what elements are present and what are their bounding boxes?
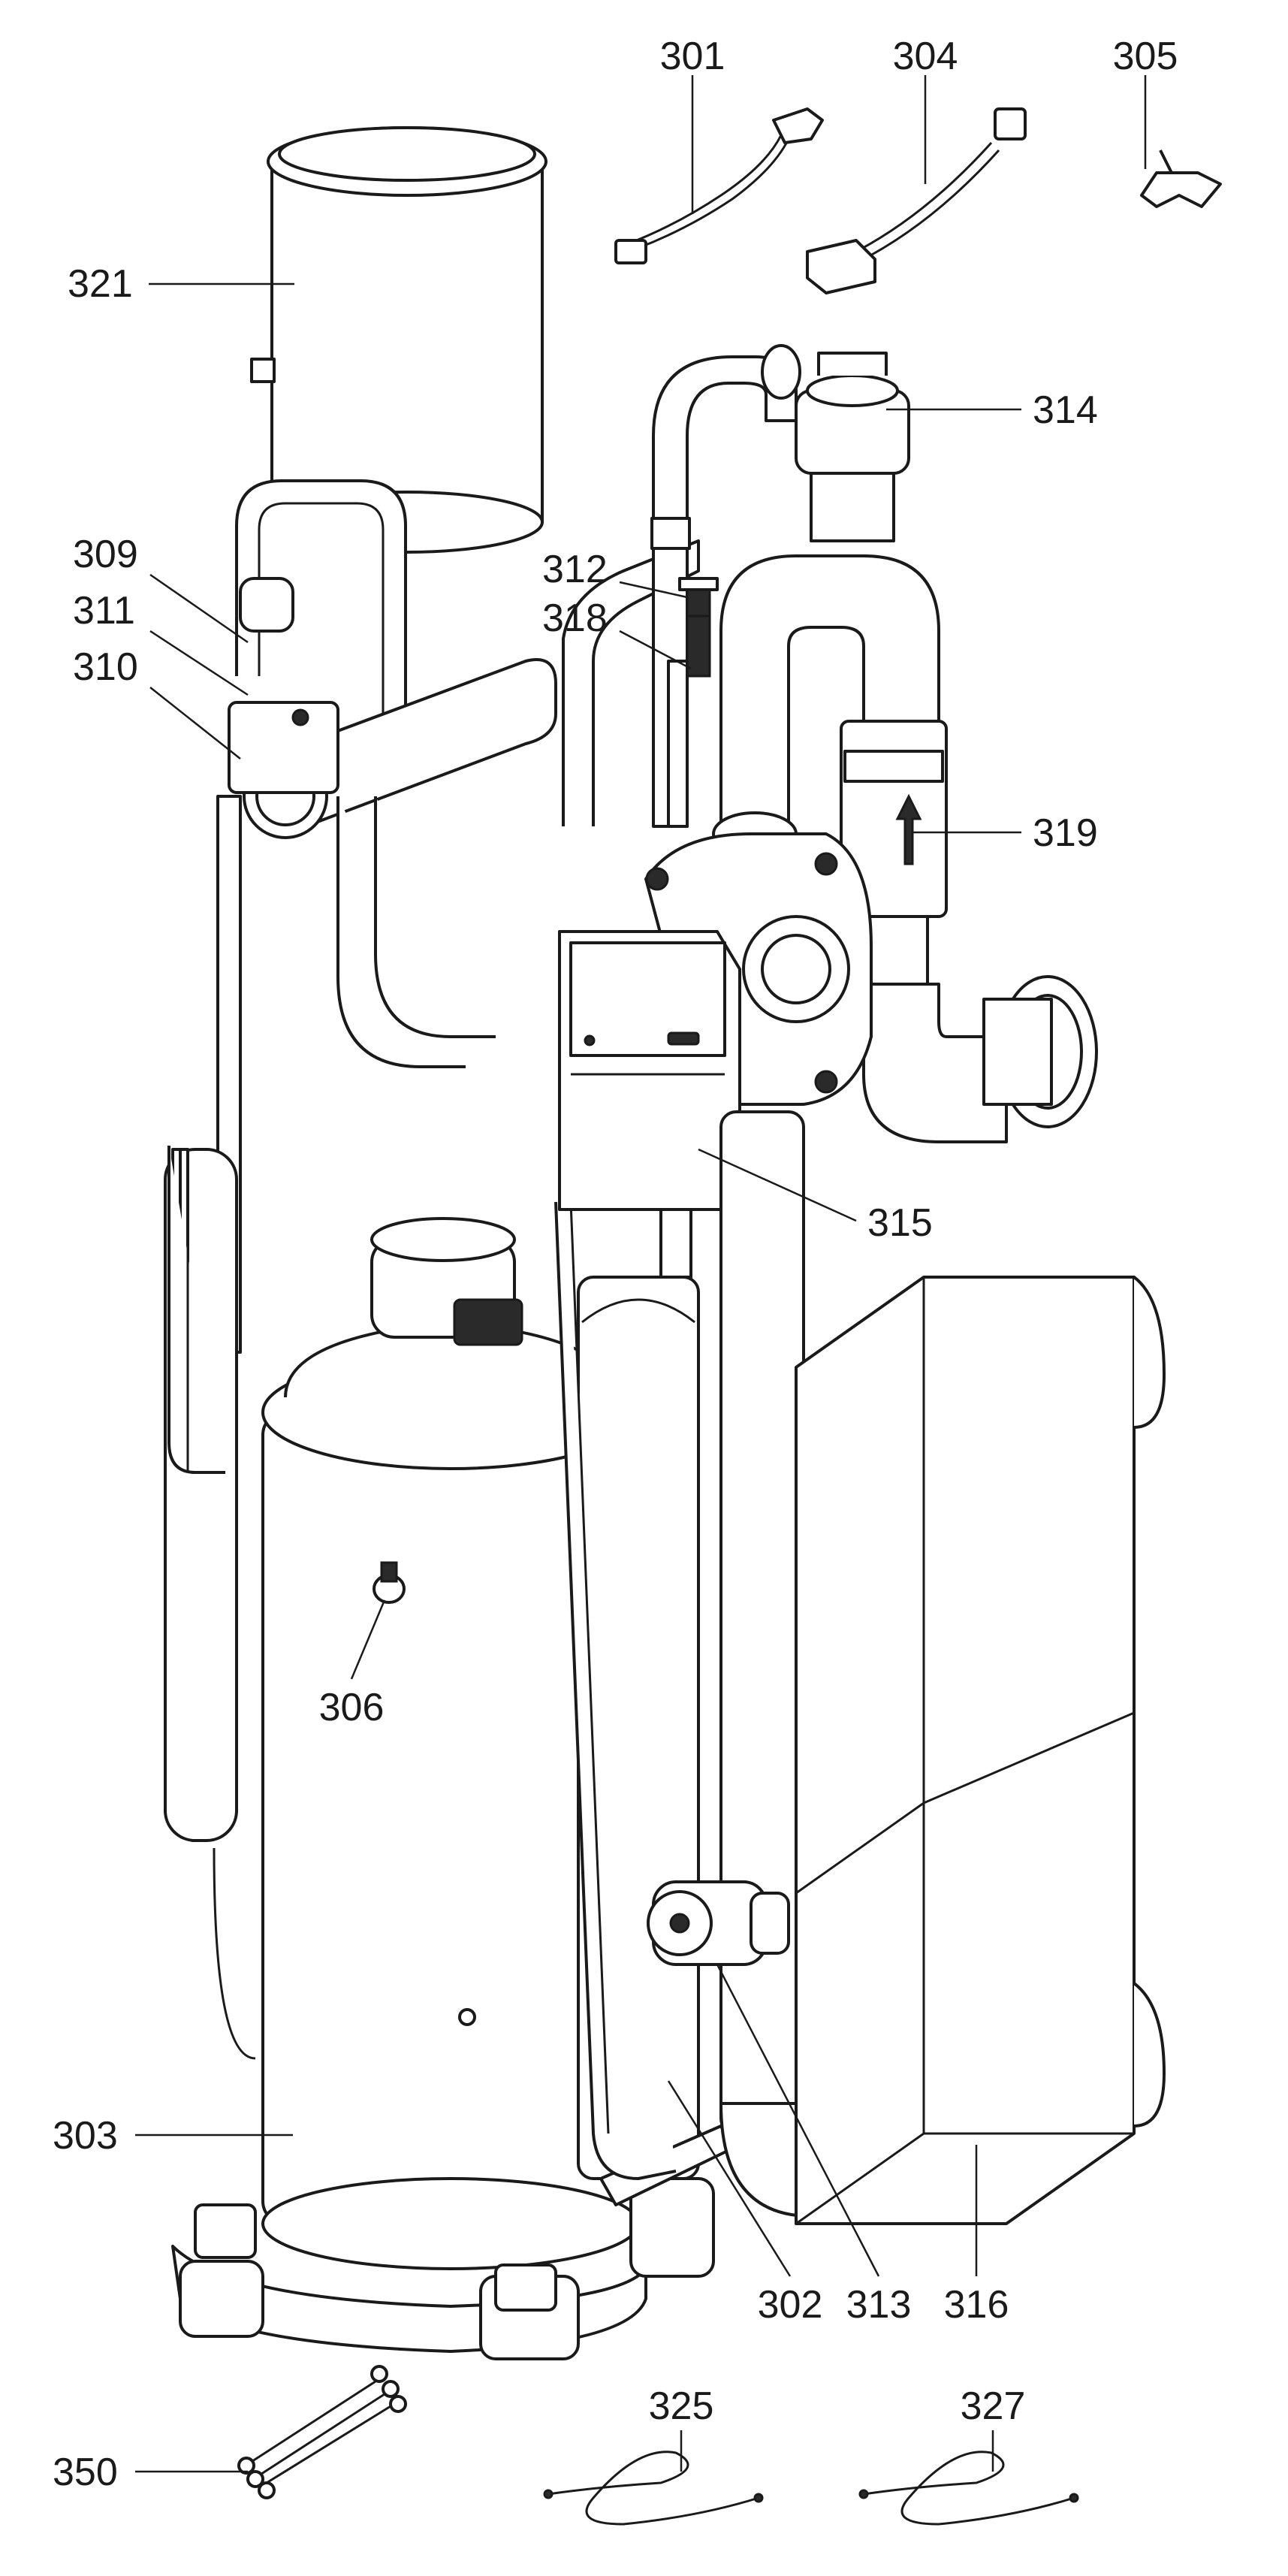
callout-350: 350 (53, 2451, 118, 2494)
part-303-compressor (171, 1217, 651, 2360)
part-327-cable (858, 2451, 1079, 2526)
part-350-wire-harness (237, 2365, 407, 2499)
leader-lines (135, 75, 1147, 2473)
part-319-flow-section (840, 720, 948, 986)
callout-306: 306 (319, 1686, 385, 1729)
callout-311: 311 (73, 589, 135, 633)
callout-309: 309 (73, 533, 138, 576)
left-tubes (164, 795, 496, 2060)
callout-315: 315 (867, 1201, 933, 1245)
part-316-heat-exchanger (795, 1276, 1166, 2225)
part-304-cable-connector (806, 107, 1027, 294)
callout-310: 310 (73, 645, 138, 689)
part-309-pipe-loop (235, 479, 407, 721)
part-301-cable-sensor (614, 107, 824, 264)
part-306-sensor (373, 1561, 406, 1604)
part-315-pump-controller (558, 930, 741, 1211)
part-305-clip (1140, 149, 1222, 208)
callout-316: 316 (944, 2283, 1009, 2327)
callout-304: 304 (893, 35, 958, 78)
part-314-vent-valve (795, 352, 910, 542)
callout-labels: 301 304 305 321 314 309 312 311 318 310 … (53, 35, 1178, 2494)
part-311-valve-block (228, 701, 339, 794)
part-312-probe (678, 577, 719, 618)
part-321-vessel (250, 126, 547, 554)
part-325-cable (543, 2451, 764, 2526)
callout-314: 314 (1033, 388, 1098, 432)
callout-321: 321 (68, 262, 133, 306)
callout-318: 318 (542, 596, 608, 640)
callout-327: 327 (961, 2384, 1026, 2428)
callout-305: 305 (1113, 35, 1178, 78)
callout-325: 325 (649, 2384, 714, 2428)
callout-313: 313 (846, 2283, 912, 2327)
callout-301: 301 (660, 35, 725, 78)
outlet-flange (862, 975, 1098, 1143)
part-313-sensor (647, 1880, 790, 1966)
callout-319: 319 (1033, 811, 1098, 855)
callout-303: 303 (53, 2114, 118, 2158)
part-318-probe (667, 615, 711, 828)
callout-302: 302 (758, 2283, 823, 2327)
callout-312: 312 (542, 548, 608, 591)
